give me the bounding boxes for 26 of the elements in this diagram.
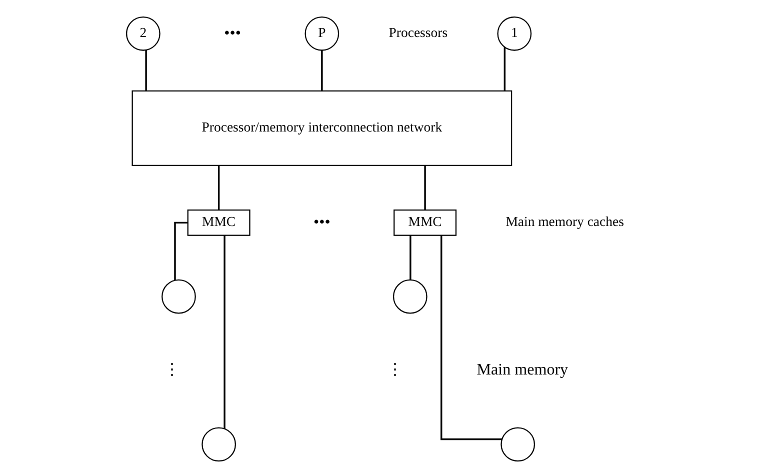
label: Main memory <box>476 362 568 379</box>
connector <box>440 236 502 440</box>
node-circle <box>201 427 236 462</box>
node-circle: 1 <box>496 16 532 51</box>
connector <box>409 236 411 280</box>
node-circle: P <box>304 16 339 51</box>
connector <box>424 166 426 210</box>
node-box: MMC <box>393 210 456 236</box>
connector <box>217 166 220 210</box>
node-circle <box>500 427 535 462</box>
node-circle: 2 <box>126 16 160 51</box>
connector <box>503 47 506 91</box>
connector <box>320 50 322 91</box>
node-label: Main memory caches <box>505 214 624 230</box>
node-box: MMC <box>186 210 250 236</box>
node-circle <box>161 279 196 314</box>
label: ••• <box>313 214 330 231</box>
label: ⋮ <box>386 362 403 379</box>
label: ••• <box>224 24 240 42</box>
connector <box>174 222 187 280</box>
node-label: Processors <box>388 25 448 40</box>
connector <box>144 50 146 91</box>
label: ⋮ <box>163 362 180 379</box>
node-circle <box>392 279 427 314</box>
node-box: Processor/memory interconnection network <box>131 90 512 166</box>
connector <box>223 236 225 429</box>
